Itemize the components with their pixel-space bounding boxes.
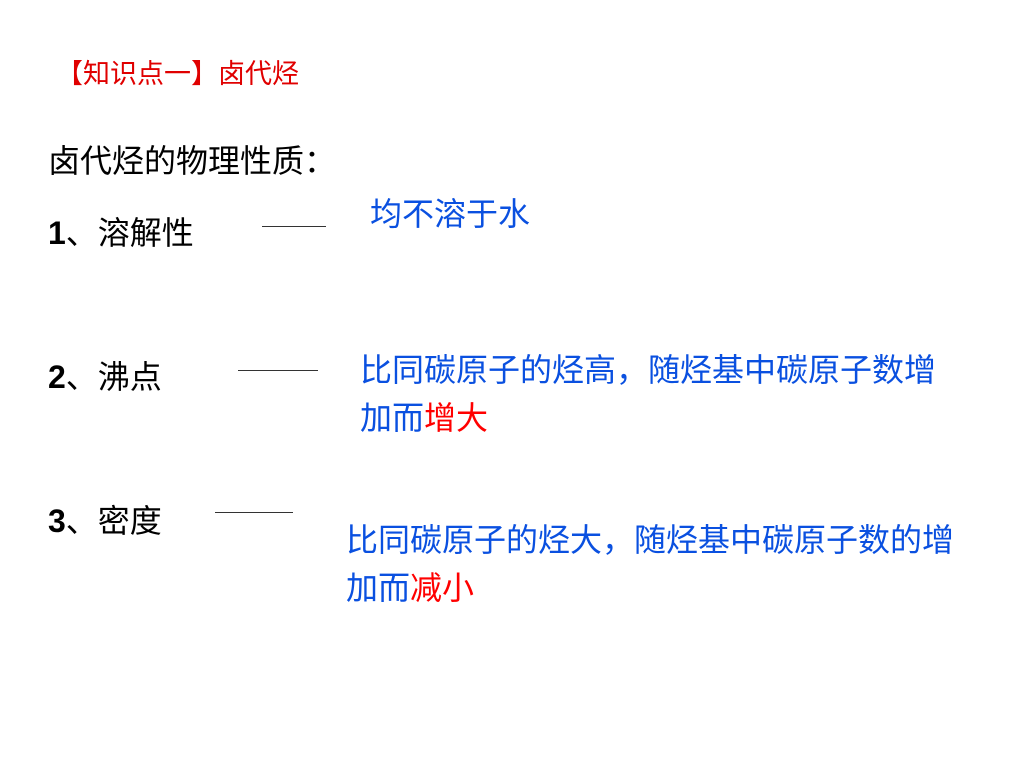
item-solubility-dash [262, 226, 326, 227]
item-solubility-answer: 均不溶于水 [370, 190, 530, 238]
item-label-text: 、沸点 [65, 358, 162, 396]
item-density-answer: 比同碳原子的烃大，随烃基中碳原子数的增加而减小 [346, 516, 958, 612]
answer-text: 比同碳原子的烃高，随烃基中碳原子数增加而 [360, 351, 937, 437]
item-boiling-point-label: 2、沸点 [48, 352, 162, 398]
item-boiling-point-dash [238, 370, 318, 371]
item-density-dash [215, 512, 293, 513]
item-number: 3 [48, 503, 66, 539]
item-solubility-label: 1、溶解性 [48, 208, 194, 254]
intro-heading: 卤代烃的物理性质： [48, 142, 337, 180]
answer-text: 比同碳原子的烃大，随烃基中碳原子数的增加而 [346, 521, 955, 607]
item-number: 1 [48, 215, 66, 251]
item-density-label: 3、密度 [48, 496, 162, 542]
item-label-text: 、密度 [65, 502, 162, 540]
item-boiling-point-answer: 比同碳原子的烃高，随烃基中碳原子数增加而增大 [360, 346, 940, 442]
section-tag: 【知识点一】卤代烃 [56, 59, 299, 90]
item-label-text: 、溶解性 [65, 214, 194, 252]
item-number: 2 [48, 359, 66, 395]
answer-text: 均不溶于水 [370, 195, 531, 233]
answer-highlight: 减小 [410, 569, 475, 607]
answer-highlight: 增大 [424, 399, 489, 437]
